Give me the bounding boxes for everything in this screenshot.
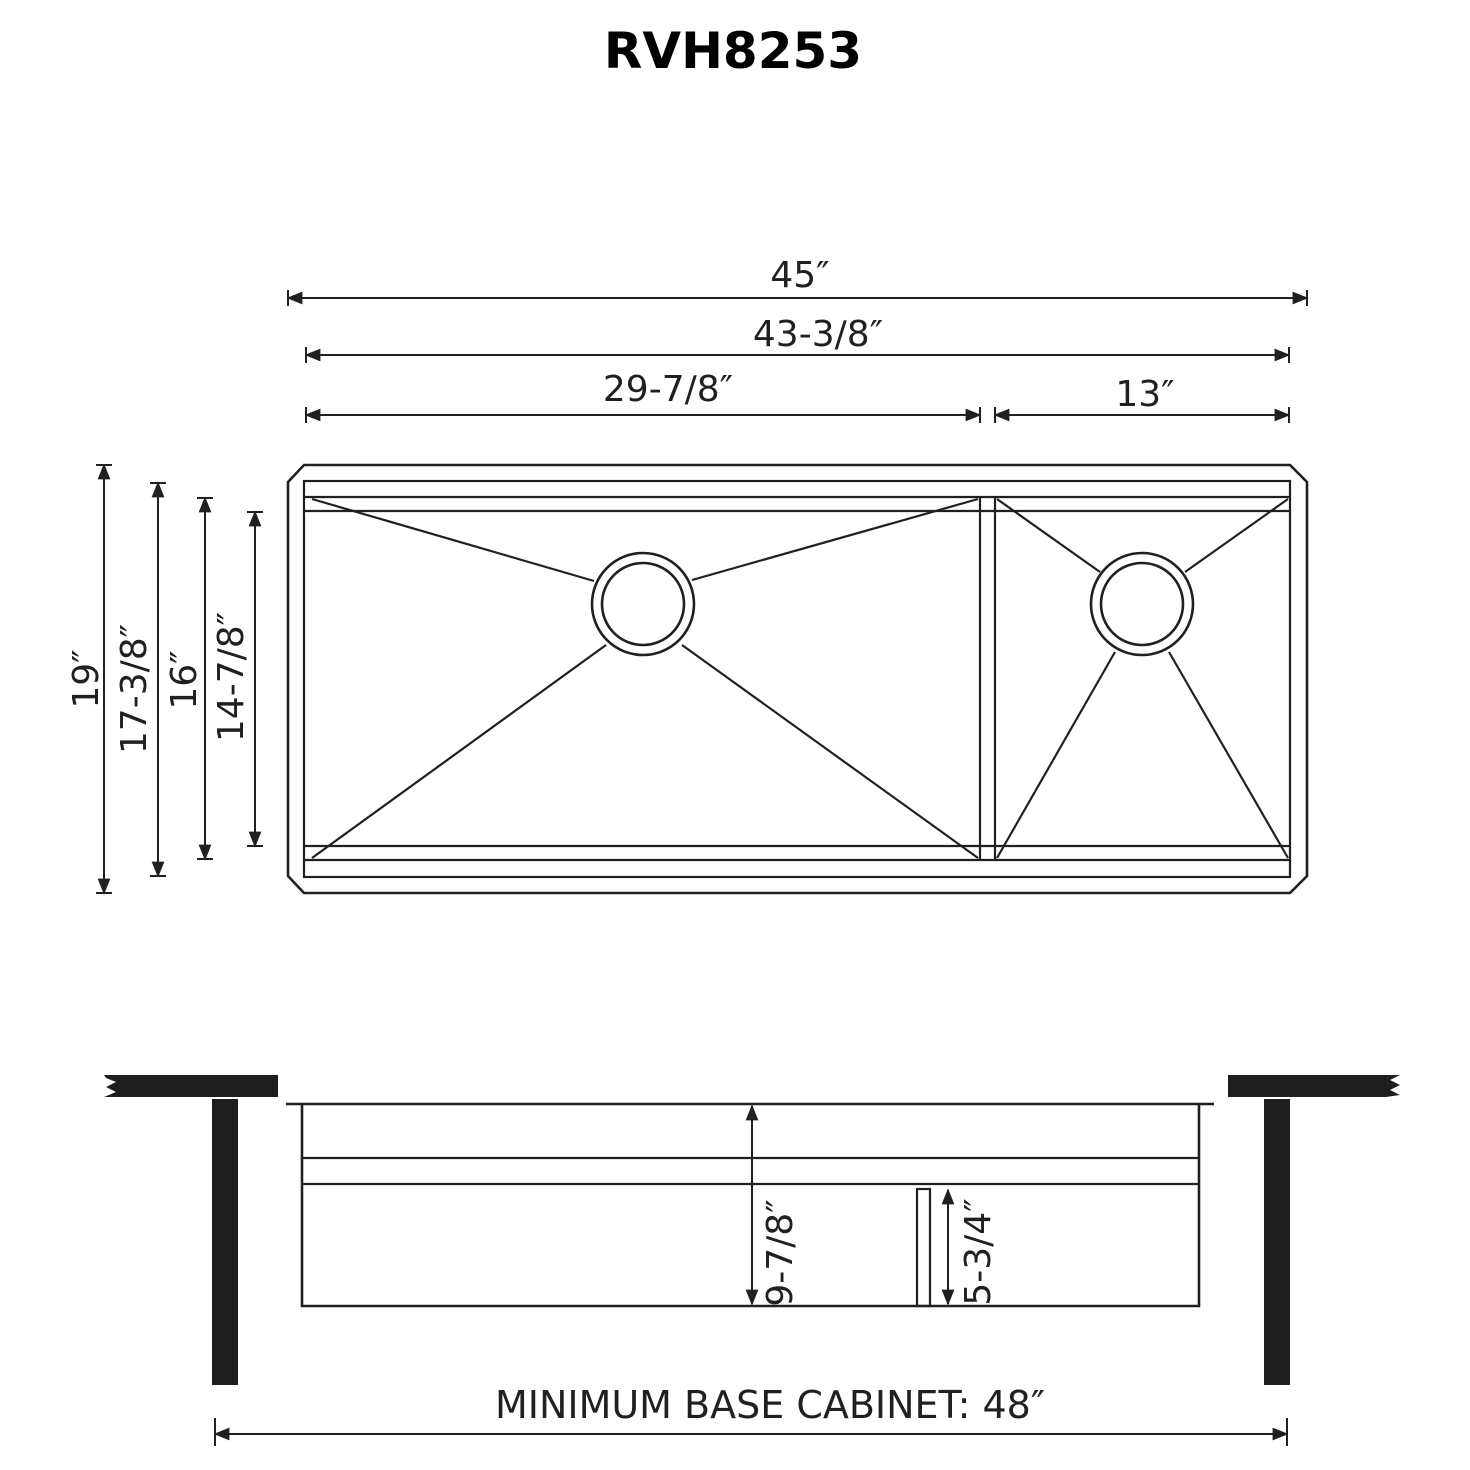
sink-inner-rim <box>302 479 1292 879</box>
dim-width-3: 16″ <box>164 496 213 861</box>
small-bowl-drain <box>1089 551 1195 657</box>
dim-large-bowl-length: 29-7/8″ <box>304 369 982 423</box>
dim-label-width-2: 17-3/8″ <box>114 624 155 754</box>
dim-label-small-bowl-depth: 5-3/4″ <box>958 1198 999 1305</box>
countertop-left <box>120 1075 278 1097</box>
dim-label-inner-length: 43-3/8″ <box>753 314 883 355</box>
dim-overall-length: 45″ <box>286 255 1309 306</box>
dim-small-bowl-length: 13″ <box>993 374 1291 423</box>
dim-width-2: 17-3/8″ <box>114 481 166 878</box>
base-cabinet-label: MINIMUM BASE CABINET: 48″ <box>495 1383 1045 1427</box>
cabinet-wall-right <box>1264 1099 1290 1385</box>
dim-label-overall-width: 19″ <box>66 649 107 708</box>
model-title: RVH8253 <box>604 22 862 80</box>
sink-outer-flange <box>286 463 1309 895</box>
dim-overall-width: 19″ <box>66 463 112 895</box>
sink-side-view: 9-7/8″ 5-3/4″ MINIMUM BASE CABINET: 48″ <box>104 1075 1400 1446</box>
countertop-right <box>1228 1075 1386 1097</box>
dim-label-small-bowl-length: 13″ <box>1115 374 1174 415</box>
dim-width-4: 14-7/8″ <box>211 510 263 848</box>
dim-label-overall-length: 45″ <box>770 255 829 296</box>
dim-label-large-bowl-depth: 9-7/8″ <box>760 1199 801 1306</box>
sink-top-view <box>286 463 1309 895</box>
sink-body-side <box>300 1104 1201 1308</box>
dim-label-width-4: 14-7/8″ <box>211 612 252 742</box>
dim-label-width-3: 16″ <box>164 650 205 709</box>
large-bowl-drain <box>590 551 696 657</box>
dim-inner-length: 43-3/8″ <box>304 314 1291 363</box>
bowl-divider-side <box>915 1187 932 1308</box>
cabinet-wall-left <box>212 1099 238 1385</box>
dim-label-large-bowl-length: 29-7/8″ <box>603 369 733 410</box>
